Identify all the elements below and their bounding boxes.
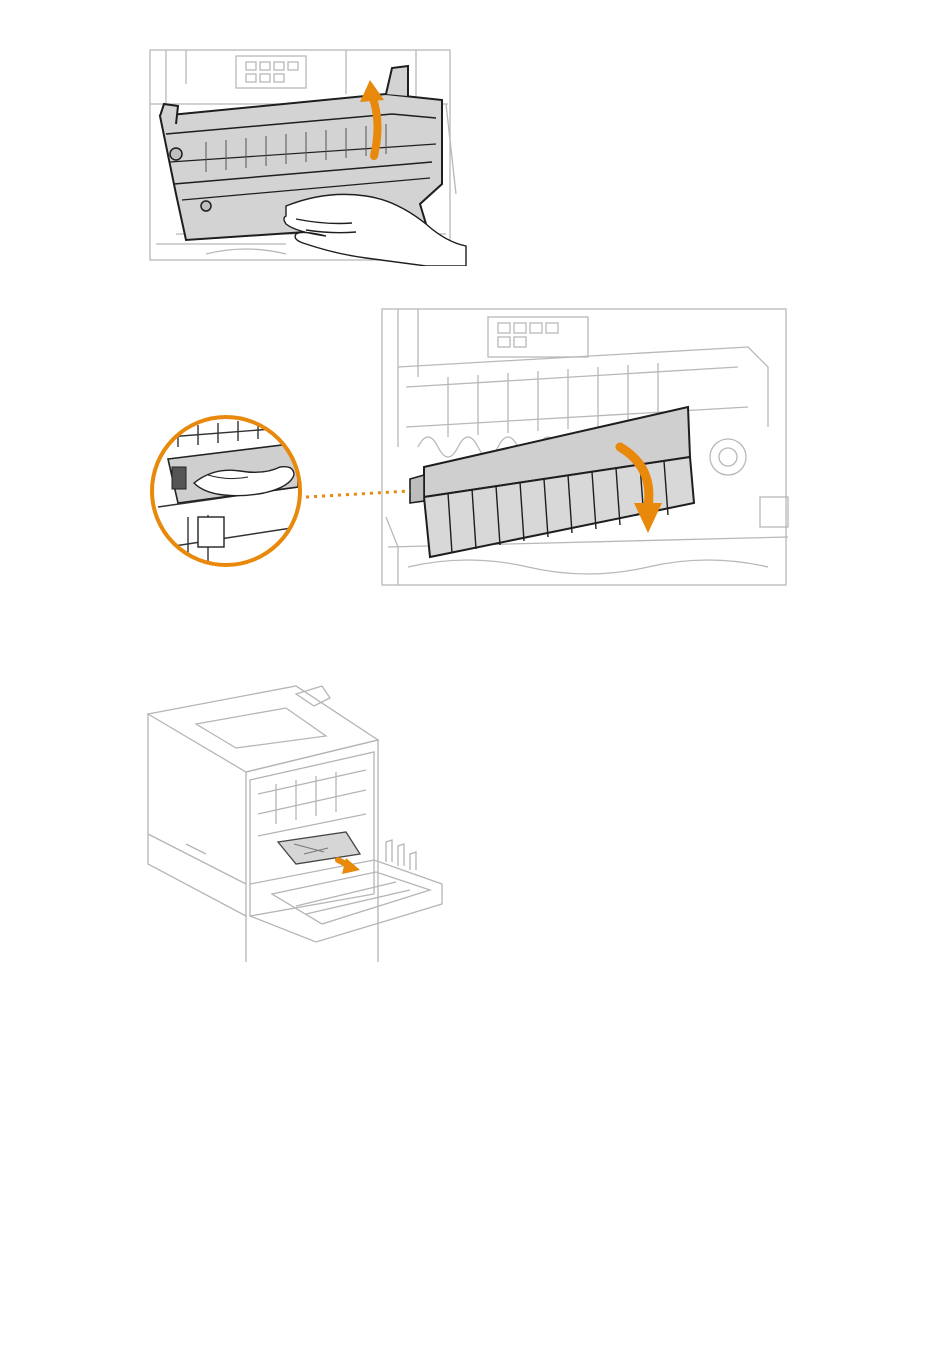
hand-graphic xyxy=(284,194,466,266)
inset-connector-dotted-line xyxy=(306,491,410,497)
printer-body-outline xyxy=(148,686,442,962)
lower-guide-plate-illustration xyxy=(148,307,796,589)
lift-fixing-assembly-illustration xyxy=(146,44,468,266)
zoomed-inset-circle xyxy=(148,407,308,577)
remove-jammed-paper-illustration xyxy=(146,684,444,962)
jammed-paper xyxy=(278,832,360,864)
